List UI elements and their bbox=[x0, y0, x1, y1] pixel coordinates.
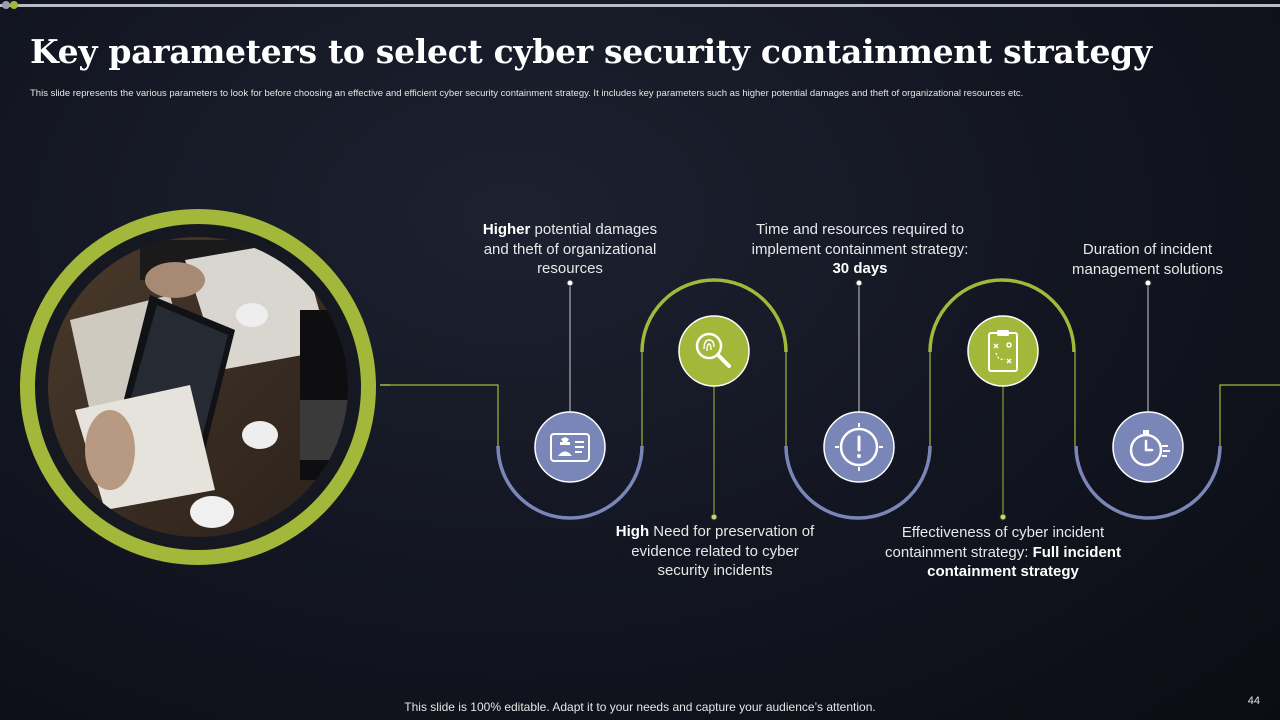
hacker-id-card-icon bbox=[534, 411, 606, 483]
meeting-photo bbox=[20, 209, 390, 565]
parameter-text-time-resources: Time and resources required to implement… bbox=[751, 221, 969, 258]
slide-subtitle: This slide represents the various parame… bbox=[30, 88, 1024, 99]
parameter-bold-time-resources: 30 days bbox=[832, 260, 888, 277]
parameter-text-duration: Duration of incident management solution… bbox=[1072, 241, 1223, 278]
page-number: 44 bbox=[1247, 695, 1260, 707]
parameter-text-evidence: Need for preservation of evidence relate… bbox=[631, 523, 815, 579]
parameter-text-effectiveness: Effectiveness of cyber incident containm… bbox=[885, 524, 1105, 561]
parameter-label-time-resources: Time and resources required to implement… bbox=[750, 220, 970, 279]
strategy-clipboard-icon bbox=[967, 315, 1039, 387]
top-dot-grey bbox=[2, 1, 10, 9]
parameter-text-damages: potential damages and theft of organizat… bbox=[483, 221, 658, 277]
top-rule bbox=[0, 4, 1280, 7]
slide-title: Key parameters to select cyber security … bbox=[30, 32, 1152, 71]
parameter-label-damages: Higher potential damages and theft of or… bbox=[470, 220, 670, 279]
parameter-bold-evidence: High bbox=[615, 523, 650, 540]
top-dot-green bbox=[10, 1, 18, 9]
alert-icon bbox=[823, 411, 895, 483]
parameter-label-effectiveness: Effectiveness of cyber incident containm… bbox=[880, 523, 1126, 582]
footer-note: This slide is 100% editable. Adapt it to… bbox=[404, 700, 876, 714]
parameter-label-evidence: High Need for preservation of evidence r… bbox=[610, 522, 820, 581]
parameter-bold-damages: Higher bbox=[482, 221, 531, 238]
parameter-label-duration: Duration of incident management solution… bbox=[1060, 240, 1235, 279]
parameter-bold-effectiveness: Full incident containment strategy bbox=[927, 543, 1121, 581]
fingerprint-magnifier-icon bbox=[678, 315, 750, 387]
stopwatch-icon bbox=[1112, 411, 1184, 483]
